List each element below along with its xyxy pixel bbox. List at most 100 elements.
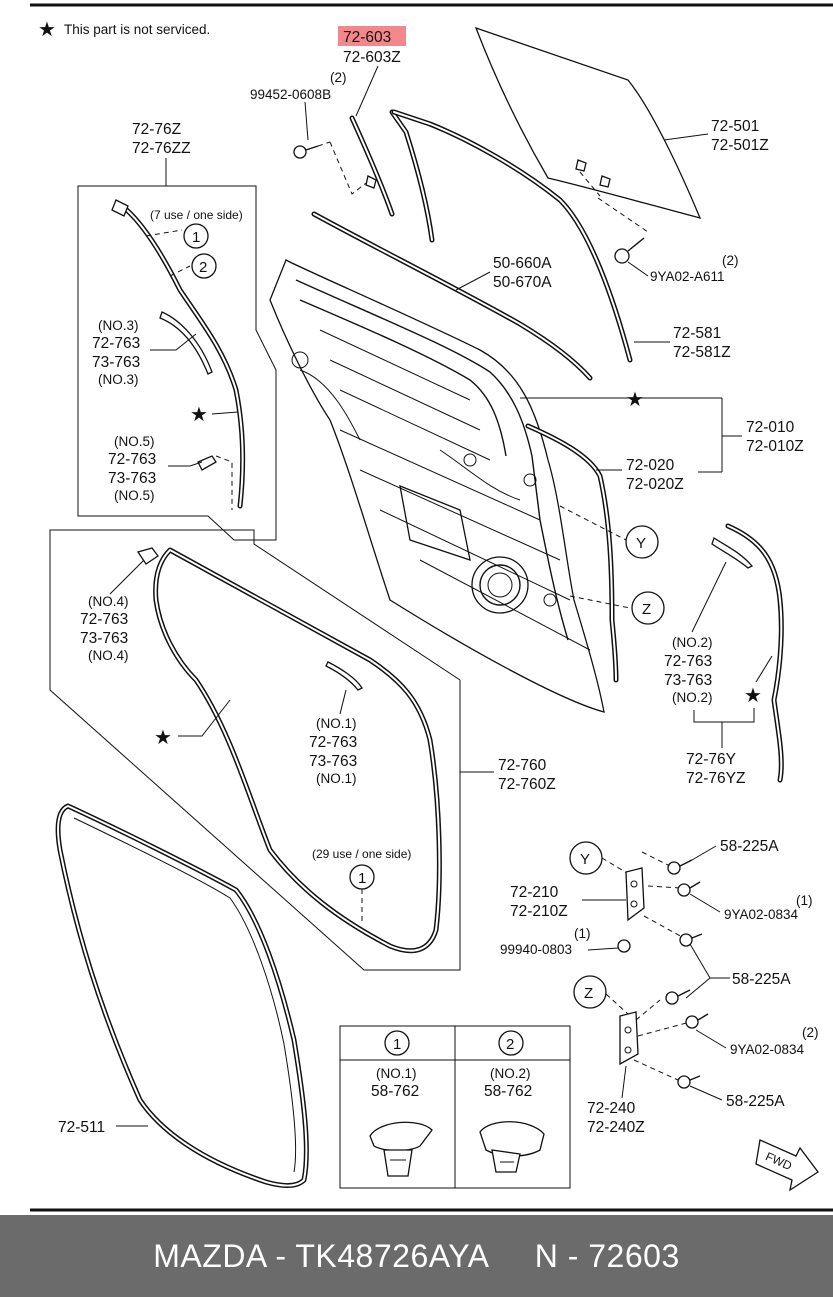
label-72-501z[interactable]: 72-501Z: [711, 137, 769, 154]
label-72-210[interactable]: 72-210: [510, 884, 559, 901]
notice-text: This part is not serviced.: [64, 22, 210, 37]
bolt-58-225a-1-icon: [667, 859, 693, 875]
label-72-76y[interactable]: 72-76Y: [686, 751, 736, 768]
fwd-arrow-icon: FWD: [755, 1139, 819, 1192]
footer-part-text: MAZDA - TK48726AYA N - 72603: [153, 1237, 680, 1274]
bolt-58-225a-2a-icon: [679, 933, 703, 947]
no5-label-b: (NO.5): [114, 488, 155, 503]
label-99452-0608b[interactable]: 99452-0608B: [250, 87, 331, 102]
door-panel-72-010: [269, 259, 605, 713]
label-72-581[interactable]: 72-581: [673, 325, 721, 342]
label-72-501[interactable]: 72-501: [711, 118, 759, 135]
label-72-020[interactable]: 72-020: [626, 457, 675, 474]
label-9ya02-a611[interactable]: 9YA02-A611: [650, 269, 725, 284]
qty-9ya02-0834-1: (1): [796, 893, 813, 908]
clip-table-col1-num: 1: [393, 1036, 401, 1053]
no1-label-a: (NO.1): [316, 716, 357, 731]
label-72-763-no5[interactable]: 72-763: [108, 451, 156, 468]
label-73-763-no2[interactable]: 73-763: [664, 672, 712, 689]
label-72-581z[interactable]: 72-581Z: [673, 344, 731, 361]
label-73-763-no4[interactable]: 73-763: [80, 630, 128, 647]
nut-99940-icon: [617, 939, 631, 953]
label-72-020z[interactable]: 72-020Z: [626, 476, 684, 493]
no1-label-b: (NO.1): [316, 771, 357, 786]
callout-1-lower-label: 1: [358, 870, 366, 887]
notice-star-icon: ★: [38, 19, 56, 41]
hinge-72-240: [619, 1011, 639, 1066]
star-72-76z-icon: ★: [190, 404, 208, 426]
callout-y-door-label: Y: [636, 535, 646, 552]
star-72-010-icon: ★: [626, 389, 644, 411]
clip-no2-icon: [479, 1121, 545, 1173]
no4-label-a: (NO.4): [88, 594, 129, 609]
label-73-763-no1[interactable]: 73-763: [309, 753, 357, 770]
clip-table-col1-no: (NO.1): [376, 1066, 417, 1081]
label-72-76yz[interactable]: 72-76YZ: [686, 770, 745, 787]
qty-99940: (1): [574, 926, 591, 941]
label-58-225a-2[interactable]: 58-225A: [732, 971, 791, 988]
label-9ya02-0834-2[interactable]: 9YA02-0834: [730, 1042, 805, 1057]
label-72-010[interactable]: 72-010: [746, 419, 795, 436]
callout-z-door: [631, 591, 665, 625]
label-72-010z[interactable]: 72-010Z: [746, 438, 804, 455]
no3-label-b: (NO.3): [98, 372, 139, 387]
label-72-603z[interactable]: 72-603Z: [343, 49, 401, 66]
clip-table: 1 2 (NO.1) 58-762 (NO.2) 58-762: [339, 1025, 571, 1189]
callout-y-hinge-label: Y: [580, 851, 590, 868]
label-50-660a[interactable]: 50-660A: [493, 255, 552, 272]
star-72-760-icon: ★: [154, 727, 172, 749]
qty-9ya02-0834-2: (2): [802, 1025, 819, 1040]
label-73-763-no5[interactable]: 73-763: [108, 470, 156, 487]
label-50-670a[interactable]: 50-670A: [493, 274, 552, 291]
weatherstrip-72-511: [55, 803, 309, 1188]
callout-z-hinge: [573, 975, 607, 1009]
label-72-76zz[interactable]: 72-76ZZ: [132, 140, 191, 157]
use-29-label: (29 use / one side): [312, 847, 411, 861]
clip-no1-icon: [369, 1121, 433, 1177]
label-72-763-no3[interactable]: 72-763: [92, 335, 140, 352]
bolt-9ya02-a611-icon: [614, 237, 645, 264]
weatherstrip-72-760: [136, 547, 442, 954]
star-72-76y-icon: ★: [744, 685, 762, 707]
belt-molding-50-660a: [311, 211, 593, 381]
callout-1-upper: [183, 223, 209, 249]
hinge-72-210: [625, 867, 645, 922]
run-channel-72-581: [389, 109, 633, 363]
clip-table-col2-part[interactable]: 58-762: [484, 1083, 532, 1100]
no3-label-a: (NO.3): [98, 318, 139, 333]
no2-label-b: (NO.2): [672, 690, 713, 705]
label-72-240[interactable]: 72-240: [587, 1100, 636, 1117]
callout-1-upper-label: 1: [192, 229, 200, 246]
glass-72-501: [474, 26, 702, 219]
qty-9ya02-a611: (2): [722, 253, 739, 268]
label-72-240z[interactable]: 72-240Z: [587, 1119, 645, 1136]
label-99940-0803[interactable]: 99940-0803: [500, 942, 572, 957]
label-72-760[interactable]: 72-760: [498, 757, 547, 774]
callout-z-hinge-label: Z: [584, 985, 593, 1002]
label-72-511[interactable]: 72-511: [58, 1119, 105, 1136]
clip-table-col1-part[interactable]: 58-762: [371, 1083, 419, 1100]
use-7-label: (7 use / one side): [150, 208, 243, 222]
footer-bar: MAZDA - TK48726AYA N - 72603: [0, 1215, 833, 1297]
highlight-72-603: [338, 26, 406, 46]
bolt-58-225a-3-icon: [677, 1075, 701, 1089]
group-box-72-76z: [77, 185, 277, 541]
label-73-763-no3[interactable]: 73-763: [92, 354, 140, 371]
label-9ya02-0834-1[interactable]: 9YA02-0834: [724, 907, 799, 922]
label-72-763-no2[interactable]: 72-763: [664, 653, 712, 670]
label-72-760z[interactable]: 72-760Z: [498, 776, 556, 793]
weatherstrip-72-020: [525, 423, 619, 683]
bolt-9ya02-0834-2-icon: [685, 1013, 709, 1029]
label-72-76z[interactable]: 72-76Z: [132, 121, 181, 138]
callout-2-upper-label: 2: [199, 259, 207, 276]
bolt-99452-icon: [293, 145, 319, 159]
label-58-225a-1[interactable]: 58-225A: [720, 838, 779, 855]
label-72-603[interactable]: 72-603: [343, 29, 391, 46]
callout-2-upper: [191, 253, 217, 279]
channel-72-603: [349, 115, 395, 217]
label-72-763-no1[interactable]: 72-763: [309, 734, 357, 751]
label-58-225a-3[interactable]: 58-225A: [726, 1093, 785, 1110]
parts-diagram: ★ This part is not serviced. 72-603 72-6…: [30, 3, 833, 1212]
label-72-210z[interactable]: 72-210Z: [510, 903, 568, 920]
label-72-763-no4[interactable]: 72-763: [80, 611, 128, 628]
